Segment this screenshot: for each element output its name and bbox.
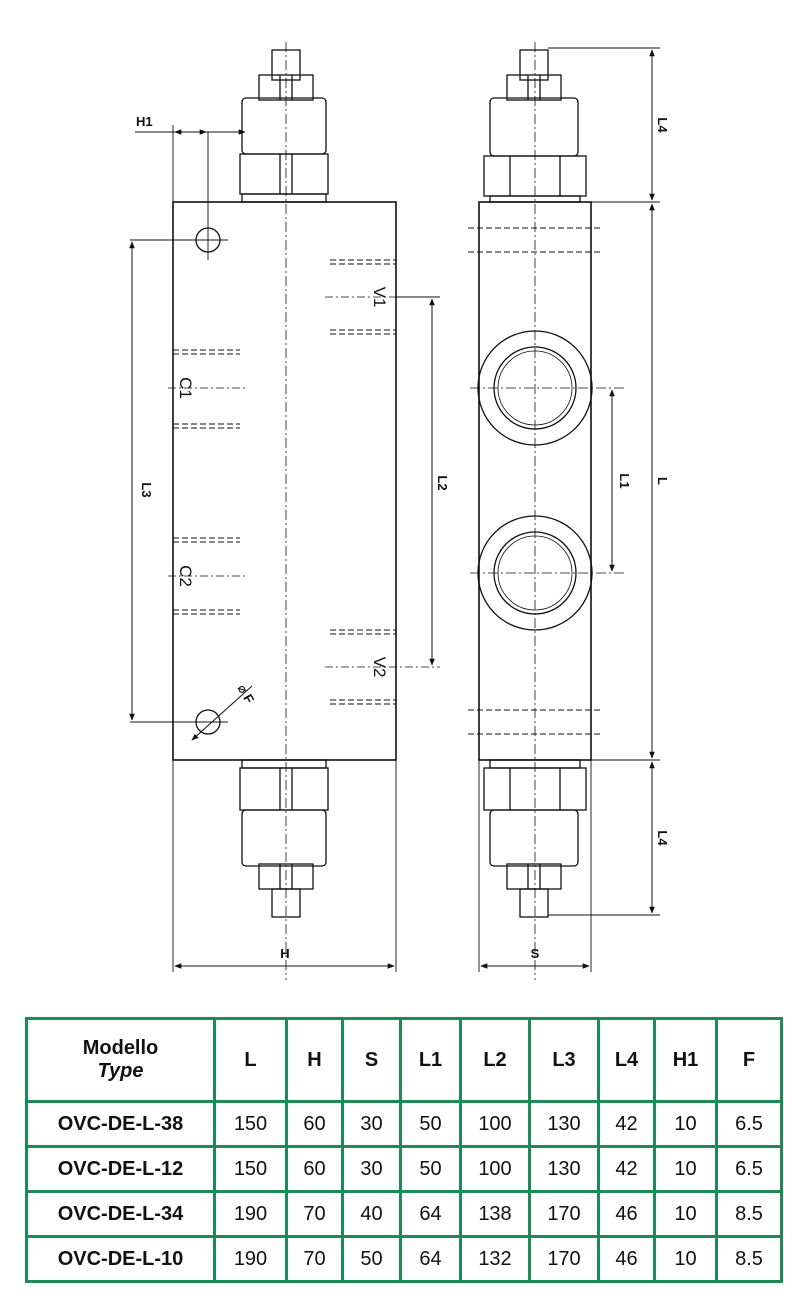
- header-f: F: [715, 1017, 783, 1103]
- cell-value: 138: [459, 1190, 531, 1238]
- cell-value: 132: [459, 1235, 531, 1283]
- label-h1: H1: [136, 114, 153, 129]
- header-model: Modello Type: [25, 1017, 216, 1103]
- side-top-stud: [519, 49, 549, 81]
- cell-value: 8.5: [715, 1235, 783, 1283]
- cell-value: 170: [528, 1235, 600, 1283]
- port-v2: [330, 629, 396, 705]
- label-l3: L3: [139, 482, 154, 497]
- cell-value: 10: [653, 1235, 718, 1283]
- cell-value: 30: [341, 1100, 402, 1148]
- cell-value: 70: [285, 1190, 344, 1238]
- cell-model: OVC-DE-L-38: [25, 1100, 216, 1148]
- table-row: OVC-DE-L-12 150 60 30 50 100 130 42 10 6…: [25, 1145, 783, 1193]
- technical-drawing: H1 V1 C1 L3 L2 C2 V2 ⌀ F H: [129, 42, 670, 980]
- label-c1: C1: [176, 377, 195, 399]
- cell-value: 50: [399, 1145, 462, 1193]
- header-l1: L1: [399, 1017, 462, 1103]
- port-v1: [330, 259, 396, 335]
- header-model-label: Modello: [82, 1037, 159, 1059]
- label-v2: V2: [370, 657, 389, 678]
- port-c1: [173, 349, 240, 429]
- cell-value: 46: [597, 1190, 656, 1238]
- label-l2: L2: [435, 475, 450, 490]
- side-bottom-cap: [489, 809, 579, 867]
- cell-value: 100: [459, 1100, 531, 1148]
- front-top-cap: [241, 97, 327, 155]
- f-leader: [191, 685, 253, 741]
- side-top-nut: [506, 74, 562, 101]
- front-view: [129, 42, 440, 980]
- cell-value: 100: [459, 1145, 531, 1193]
- side-top-cap: [489, 97, 579, 157]
- cell-value: 64: [399, 1235, 462, 1283]
- label-l4-top: L4: [655, 117, 670, 133]
- label-l: L: [655, 477, 670, 485]
- cell-value: 30: [341, 1145, 402, 1193]
- cell-value: 8.5: [715, 1190, 783, 1238]
- front-bottom-cap: [241, 809, 327, 867]
- header-l: L: [213, 1017, 288, 1103]
- front-valve-body: [172, 201, 397, 761]
- cell-value: 60: [285, 1145, 344, 1193]
- side-bottom-stud: [519, 888, 549, 918]
- cell-value: 42: [597, 1145, 656, 1193]
- dimensions-table: Modello Type L H S L1 L2 L3 L4 H1 F OVC-…: [25, 1017, 783, 1283]
- header-h: H: [285, 1017, 344, 1103]
- table-header-row: Modello Type L H S L1 L2 L3 L4 H1 F: [25, 1017, 783, 1103]
- header-l4: L4: [597, 1017, 656, 1103]
- cell-value: 40: [341, 1190, 402, 1238]
- cell-value: 130: [528, 1145, 600, 1193]
- table-row: OVC-DE-L-34 190 70 40 64 138 170 46 10 8…: [25, 1190, 783, 1238]
- cell-model: OVC-DE-L-12: [25, 1145, 216, 1193]
- label-s: S: [531, 946, 540, 961]
- cell-value: 64: [399, 1190, 462, 1238]
- front-top-hex: [239, 153, 329, 195]
- cell-value: 70: [285, 1235, 344, 1283]
- cell-value: 46: [597, 1235, 656, 1283]
- cell-model: OVC-DE-L-34: [25, 1190, 216, 1238]
- cell-value: 190: [213, 1235, 288, 1283]
- cell-value: 10: [653, 1145, 718, 1193]
- table-row: OVC-DE-L-38 150 60 30 50 100 130 42 10 6…: [25, 1100, 783, 1148]
- side-bottom-nut: [506, 863, 562, 890]
- cell-value: 130: [528, 1100, 600, 1148]
- cell-value: 50: [341, 1235, 402, 1283]
- cell-value: 42: [597, 1100, 656, 1148]
- header-model-sub: Type: [97, 1060, 144, 1082]
- cell-value: 6.5: [715, 1145, 783, 1193]
- header-l2: L2: [459, 1017, 531, 1103]
- cell-value: 6.5: [715, 1100, 783, 1148]
- table-row: OVC-DE-L-10 190 70 50 64 132 170 46 10 8…: [25, 1235, 783, 1283]
- label-c2: C2: [176, 565, 195, 587]
- cell-model: OVC-DE-L-10: [25, 1235, 216, 1283]
- cell-value: 60: [285, 1100, 344, 1148]
- cell-value: 170: [528, 1190, 600, 1238]
- cell-value: 150: [213, 1145, 288, 1193]
- port-c2: [173, 537, 240, 615]
- header-l3: L3: [528, 1017, 600, 1103]
- header-h1: H1: [653, 1017, 718, 1103]
- label-l1: L1: [617, 473, 632, 488]
- front-bottom-hex: [239, 767, 329, 811]
- label-f: ⌀ F: [235, 682, 258, 706]
- side-view: [468, 42, 660, 980]
- cell-value: 150: [213, 1100, 288, 1148]
- cell-value: 50: [399, 1100, 462, 1148]
- label-h: H: [280, 946, 289, 961]
- label-v1: V1: [370, 287, 389, 308]
- cell-value: 190: [213, 1190, 288, 1238]
- cell-value: 10: [653, 1190, 718, 1238]
- header-s: S: [341, 1017, 402, 1103]
- cell-value: 10: [653, 1100, 718, 1148]
- label-l4-bottom: L4: [655, 830, 670, 846]
